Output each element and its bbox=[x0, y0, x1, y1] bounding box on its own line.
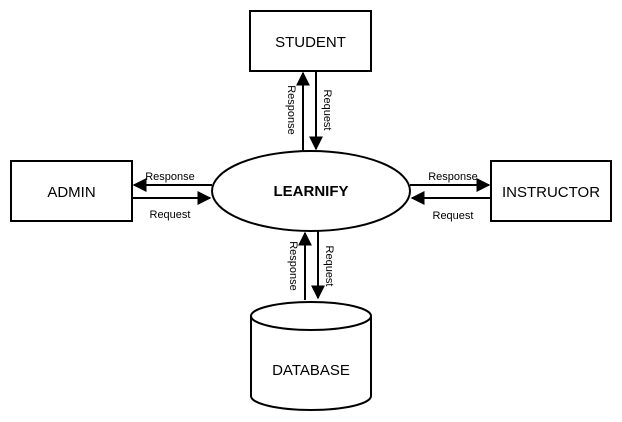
student-response-label: Response bbox=[285, 85, 297, 135]
learnify-label: LEARNIFY bbox=[274, 183, 349, 200]
database-cylinder-top bbox=[250, 301, 372, 331]
instructor-request-label: Request bbox=[433, 210, 474, 222]
instructor-box bbox=[490, 160, 612, 222]
database-response-label: Response bbox=[287, 241, 299, 291]
instructor-response-label: Response bbox=[428, 171, 478, 183]
database-label: DATABASE bbox=[272, 362, 350, 379]
admin-node[interactable]: ADMIN bbox=[10, 160, 133, 222]
learnify-ellipse bbox=[211, 150, 411, 232]
admin-request-label: Request bbox=[150, 209, 191, 221]
student-label: STUDENT bbox=[275, 34, 346, 51]
admin-box bbox=[10, 160, 133, 222]
student-request-label: Request bbox=[321, 90, 333, 131]
database-request-label: Request bbox=[323, 246, 335, 287]
student-node[interactable]: STUDENT bbox=[249, 10, 372, 72]
database-node[interactable]: DATABASE bbox=[250, 301, 372, 411]
database-cylinder-body bbox=[250, 316, 372, 411]
instructor-node[interactable]: INSTRUCTOR bbox=[490, 160, 612, 222]
instructor-label: INSTRUCTOR bbox=[502, 184, 600, 201]
admin-label: ADMIN bbox=[47, 184, 95, 201]
student-box bbox=[249, 10, 372, 72]
learnify-node[interactable]: LEARNIFY bbox=[211, 150, 411, 232]
admin-response-label: Response bbox=[145, 171, 195, 183]
